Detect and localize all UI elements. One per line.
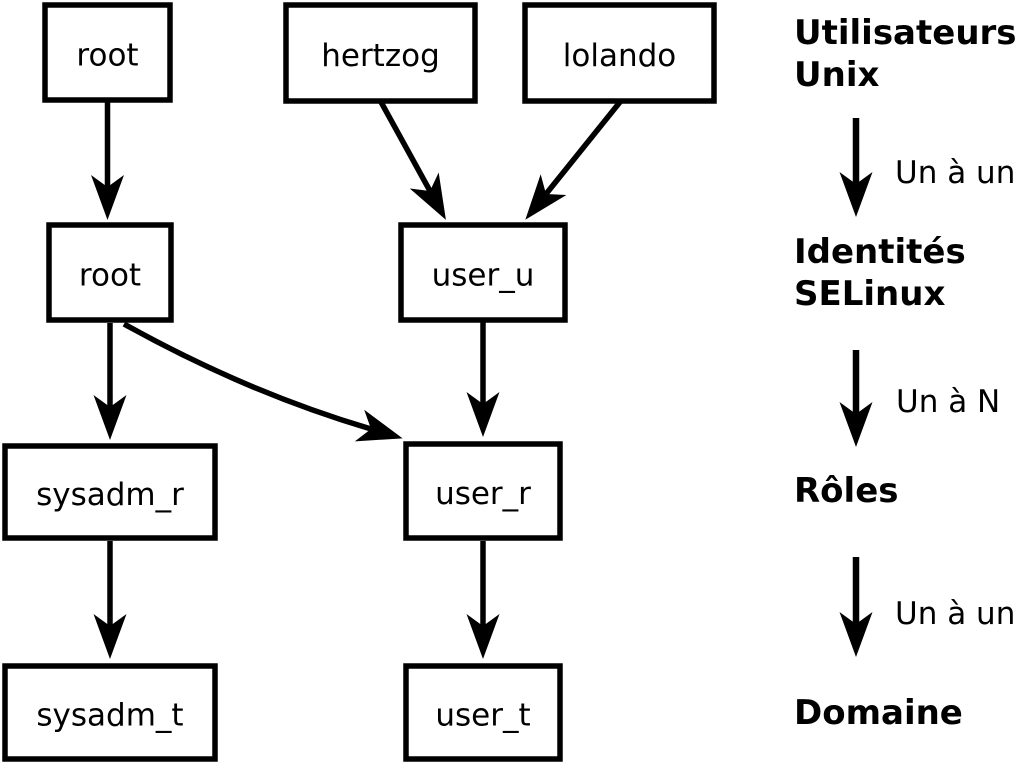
node-unix-root: root	[42, 2, 173, 103]
edge-hertzog-to-user-u	[378, 100, 446, 220]
legend-note-unix-to-selinux: Un à un	[895, 155, 1015, 191]
node-unix-root-box	[42, 2, 173, 103]
edge-selinux-root-to-user-r	[122, 321, 403, 442]
node-role-user-r: user_r	[403, 441, 563, 541]
node-unix-lolando-box	[522, 2, 717, 104]
node-role-user-r-box	[403, 441, 563, 541]
legend-domain-heading: Domaine	[794, 693, 963, 733]
node-domain-user-t-box	[403, 663, 563, 762]
node-selinux-user-u: user_u	[398, 222, 568, 323]
legend-unix-users-line1: Utilisateurs	[794, 13, 1017, 53]
node-role-sysadm-r: sysadm_r	[2, 443, 218, 541]
node-unix-lolando: lolando	[522, 2, 717, 104]
legend-selinux-identities: Identités SELinux	[794, 232, 966, 314]
node-unix-lolando-label: lolando	[563, 38, 676, 74]
node-role-sysadm-r-label: sysadm_r	[36, 477, 184, 513]
node-unix-hertzog-box	[283, 2, 478, 104]
node-selinux-root-box	[46, 222, 174, 323]
legend-roles-heading: Rôles	[794, 471, 899, 511]
node-selinux-user-u-label: user_u	[432, 258, 535, 294]
node-selinux-root: root	[46, 222, 174, 323]
legend-note-roles-to-domain: Un à un	[895, 596, 1015, 632]
node-domain-sysadm-t-box	[2, 663, 218, 762]
node-role-sysadm-r-box	[2, 443, 218, 541]
node-selinux-root-label: root	[79, 258, 141, 294]
node-domain-sysadm-t-label: sysadm_t	[36, 698, 183, 734]
node-domain-user-t: user_t	[403, 663, 563, 762]
node-role-user-r-label: user_r	[435, 476, 531, 512]
edge-lolando-to-user-u	[525, 100, 623, 220]
legend-unix-users-line2: Unix	[794, 55, 879, 95]
node-domain-sysadm-t: sysadm_t	[2, 663, 218, 762]
node-unix-hertzog-label: hertzog	[321, 38, 440, 74]
node-unix-hertzog: hertzog	[283, 2, 478, 104]
legend-note-selinux-to-roles: Un à N	[896, 384, 1000, 420]
node-domain-user-t-label: user_t	[435, 698, 530, 734]
legend-unix-users: Utilisateurs Unix	[794, 13, 1017, 95]
legend-selinux-identities-line1: Identités	[794, 232, 966, 272]
legend-selinux-identities-line2: SELinux	[794, 274, 945, 314]
node-unix-root-label: root	[76, 38, 138, 74]
node-selinux-user-u-box	[398, 222, 568, 323]
